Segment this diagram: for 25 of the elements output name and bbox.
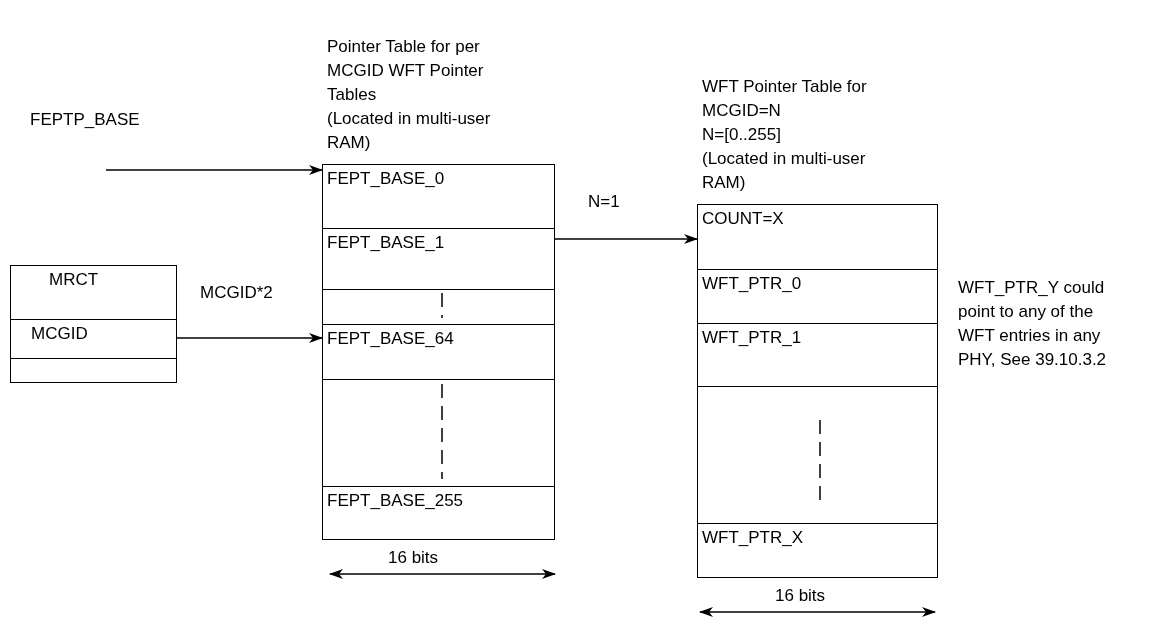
table-heading: WFT Pointer Table for MCGID=N xyxy=(702,76,868,122)
edge-label: MCGID*2 xyxy=(200,282,273,304)
arrow xyxy=(176,333,323,343)
field-name: WFT_PTR_X xyxy=(702,528,804,547)
note-text: WFT_PTR_Y could point to any of the WFT entries in any PHY, See 39.10.3.2 xyxy=(958,277,1108,371)
field-name: WFT_PTR_1 xyxy=(702,328,802,347)
field-name: MCGID xyxy=(31,324,88,343)
field-name: FEPT_BASE_0 xyxy=(327,169,445,188)
arrow xyxy=(554,234,698,244)
table-heading: (Located in multi-user RAM) xyxy=(327,108,492,154)
table-frame xyxy=(10,265,177,383)
field-name: FEPT_BASE_255 xyxy=(327,491,464,510)
field-name: FEPT_BASE_1 xyxy=(327,233,445,252)
width-label: 16 bits xyxy=(775,585,826,607)
edge-label: FEPTP_BASE xyxy=(30,109,140,131)
field-name: WFT_PTR_0 xyxy=(702,274,802,293)
arrow xyxy=(105,165,323,175)
field-name: MRCT xyxy=(49,270,99,289)
width-label: 16 bits xyxy=(388,547,439,569)
field-name: FEPT_BASE_64 xyxy=(327,329,454,348)
table-heading: N=[0..255] xyxy=(702,124,782,146)
table-heading: (Located in multi-user RAM) xyxy=(702,148,867,194)
edge-label: N=1 xyxy=(588,191,620,213)
table-heading: Pointer Table for per MCGID WFT Pointer Tables xyxy=(327,36,485,106)
field-name: COUNT=X xyxy=(702,209,784,228)
